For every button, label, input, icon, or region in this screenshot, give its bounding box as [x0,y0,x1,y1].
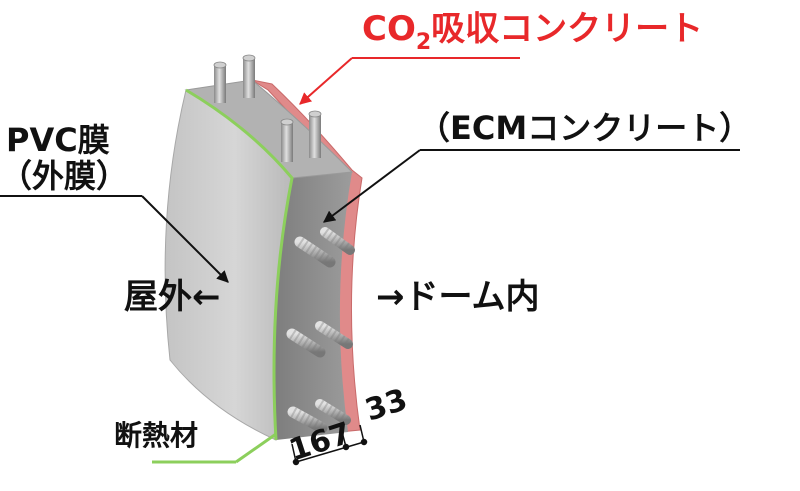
ecm-leader [323,149,740,223]
insulation-leader [152,432,277,464]
outside-label: 屋外← [124,277,221,317]
co2-main: CO [362,9,416,49]
co2-leader [299,57,520,105]
vertical-rebars [213,54,322,162]
rebar-vertical-4 [308,110,322,158]
ecm-concrete-label: （ECMコンクリート） [418,109,752,147]
insulation-label: 断熱材 [114,419,199,452]
pvc-leader [0,195,229,283]
insulation-layer [185,88,294,441]
co2-subscript: 2 [415,30,432,55]
rebar-h-2 [320,227,355,255]
pvc-membrane-label: PVC膜 [6,121,110,159]
outer-membrane-label: （外膜） [0,157,129,195]
rebar-h-5 [287,406,328,434]
rebar-h-4 [315,321,353,349]
rebar-vertical-2 [242,54,256,98]
rebar-h-3 [286,328,326,358]
rebar-h-1 [294,236,336,268]
rebar-h-6 [315,399,351,425]
dome-inside-label: →ドーム内 [376,277,540,317]
thickness-dimension [291,424,368,466]
co2-concrete-label: CO2吸収コンクリート [362,9,704,54]
horizontal-rebars [286,227,355,434]
rebar-vertical-3 [280,118,294,162]
rebar-vertical-1 [213,61,227,103]
co2-rest: 吸収コンクリート [431,9,704,49]
